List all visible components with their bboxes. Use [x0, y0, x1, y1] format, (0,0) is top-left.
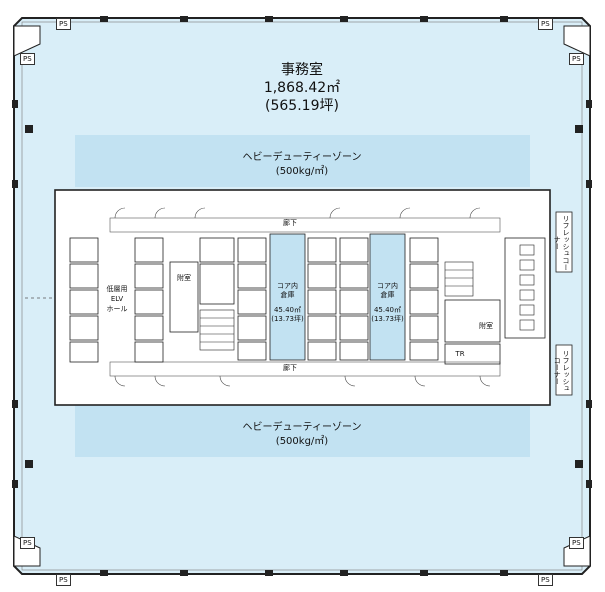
core-rooms	[169, 237, 546, 365]
heavy-zone-bottom-load: (500kg/㎡)	[275, 436, 329, 447]
ps-right-bottom: PS	[569, 537, 584, 549]
ps-top-right: PS	[538, 18, 553, 30]
storage-left-area: 45.40㎡	[273, 306, 302, 314]
doors	[114, 207, 491, 387]
refresh-top-area	[555, 211, 573, 273]
storage-left-name2: 倉庫	[280, 291, 295, 299]
annex-left: 附室	[177, 274, 191, 282]
ps-top-left: PS	[56, 18, 71, 30]
storage-left-tsubo: (13.73坪)	[271, 315, 304, 323]
storage-right-area	[369, 233, 406, 361]
corner-cores	[13, 25, 591, 567]
ps-bottom-left: PS	[56, 574, 71, 586]
columns	[12, 16, 592, 576]
elv-hall-line1: 低層用	[106, 285, 128, 293]
ps-left-top: PS	[20, 53, 35, 65]
heavy-zone-top-area	[75, 135, 530, 187]
refresh-bottom-area	[555, 344, 573, 396]
storage-right-area: 45.40㎡	[373, 306, 402, 314]
ps-bottom-right: PS	[538, 574, 553, 586]
storage-right-name2: 倉庫	[380, 291, 395, 299]
refresh-bottom: リフレッシュコーナー	[553, 350, 570, 392]
elevator-cars	[69, 237, 439, 363]
stairs	[199, 261, 474, 351]
office-area-m2: 1,868.42㎡	[263, 80, 341, 96]
heavy-zone-bottom-name: ヘビーデューティーゾーン	[242, 422, 362, 433]
elv-hall-line3: ホール	[106, 305, 128, 313]
corridor-bottom: 廊下	[283, 364, 297, 372]
annex-right: 附室	[479, 322, 493, 330]
storage-right-name1: コア内	[377, 282, 398, 290]
corridor-bottom-area	[109, 361, 501, 377]
restroom-fixtures	[519, 244, 535, 331]
office-name: 事務室	[281, 62, 323, 78]
elv-hall-line2: ELV	[110, 295, 124, 303]
heavy-zone-bottom-area	[75, 405, 530, 457]
office-area-tsubo: (565.19坪)	[265, 98, 339, 114]
ps-left-bottom: PS	[20, 537, 35, 549]
storage-left-area	[269, 233, 306, 361]
refresh-top: リフレッシュコーナー	[553, 215, 570, 271]
corridor-top: 廊下	[283, 219, 297, 227]
heavy-zone-top-name: ヘビーデューティーゾーン	[242, 152, 362, 163]
tr-label: TR	[455, 350, 465, 358]
storage-right-tsubo: (13.73坪)	[371, 315, 404, 323]
corridor-top-area	[109, 217, 501, 233]
heavy-zone-top-load: (500kg/㎡)	[275, 166, 329, 177]
ps-right-top: PS	[569, 53, 584, 65]
storage-left-name1: コア内	[277, 282, 298, 290]
